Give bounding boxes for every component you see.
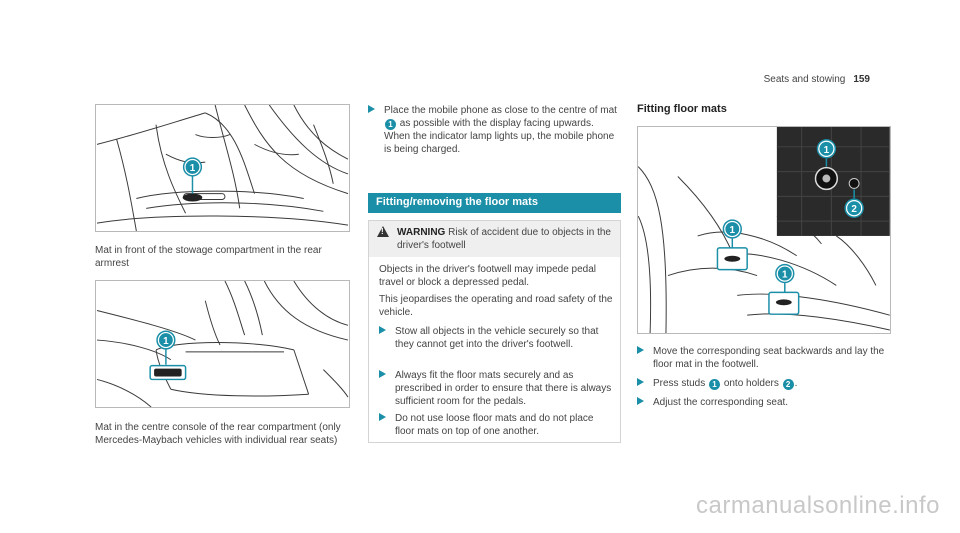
warning-title: WARNING Risk of accident due to objects … [397,226,617,252]
step-2-text-c: . [794,378,798,389]
warning-title-text: Risk of accident due to objects in the d… [397,227,611,251]
warning-header: WARNING Risk of accident due to objects … [369,221,620,257]
warning-bullet-3-text: Do not use loose floor mats and do not p… [395,413,594,437]
centre-console-illustration: 1 [96,281,349,407]
warning-triangle-icon [377,226,389,237]
fig3-label-2: 2 [851,204,857,215]
instruction-text-a: Place the mobile phone as close to the c… [384,105,617,116]
arrow-icon [637,378,644,386]
figure-centre-console: 1 [95,280,350,408]
warning-para-2: This jeopardises the operating and road … [379,294,613,318]
warning-bullet-3: Do not use loose floor mats and do not p… [379,412,614,438]
callout-badge-2: 2 [782,379,794,390]
step-move-seat: Move the corresponding seat backwards an… [637,345,892,371]
section-title-bar: Fitting/removing the floor mats [368,193,621,213]
fig3-right-label-1: 1 [782,270,788,281]
fig2-label-1: 1 [163,336,169,347]
rear-armrest-illustration: 1 [96,105,349,231]
figure-floor-mat-studs: 1 2 1 1 [637,126,891,334]
figure-rear-armrest: 1 [95,104,350,232]
arrow-icon [379,413,386,421]
warning-para-1: Objects in the driver's footwell may imp… [379,264,597,288]
fig3-top-label-1: 1 [824,145,830,156]
step-press-studs: Press studs 1 onto holders 2. [637,377,892,390]
step-3-text: Adjust the corresponding seat. [653,397,789,408]
floor-mat-illustration: 1 2 1 1 [638,127,890,333]
warning-bullet-1: Stow all objects in the vehicle securely… [379,325,614,351]
figure-caption-2: Mat in the centre console of the rear co… [95,422,341,446]
arrow-icon [637,346,644,354]
instruction-text-c: When the indicator lamp lights up, the m… [384,131,615,155]
warning-bullet-2: Always fit the floor mats securely and a… [379,369,614,408]
step-2-text-a: Press studs [653,378,706,389]
arrow-icon [637,397,644,405]
arrow-icon [379,370,386,378]
subheading-fitting-mats: Fitting floor mats [637,103,727,115]
instruction-place-phone: Place the mobile phone as close to the c… [368,104,621,156]
page-header: Seats and stowing 159 [764,74,870,87]
header-section: Seats and stowing [763,74,846,85]
warning-box: WARNING Risk of accident due to objects … [368,220,621,443]
instruction-text-b: as possible with the display facing upwa… [399,118,594,129]
fig1-label-1: 1 [190,163,196,174]
fig3-left-label-1: 1 [730,225,736,236]
arrow-icon [379,326,386,334]
warning-label: WARNING [397,227,446,238]
step-adjust-seat: Adjust the corresponding seat. [637,396,892,409]
page-number: 159 [853,74,870,85]
figure-caption-1: Mat in front of the stowage compartment … [95,245,322,269]
step-2-text-b: onto holders [723,378,779,389]
watermark: carmanualsonline.info [696,492,940,519]
arrow-icon [368,105,375,113]
warning-bullet-1-text: Stow all objects in the vehicle securely… [395,326,599,350]
step-1-text: Move the corresponding seat backwards an… [653,346,885,370]
warning-bullet-2-text: Always fit the floor mats securely and a… [395,370,612,407]
callout-badge-1: 1 [709,379,721,390]
callout-badge-1: 1 [385,119,396,130]
